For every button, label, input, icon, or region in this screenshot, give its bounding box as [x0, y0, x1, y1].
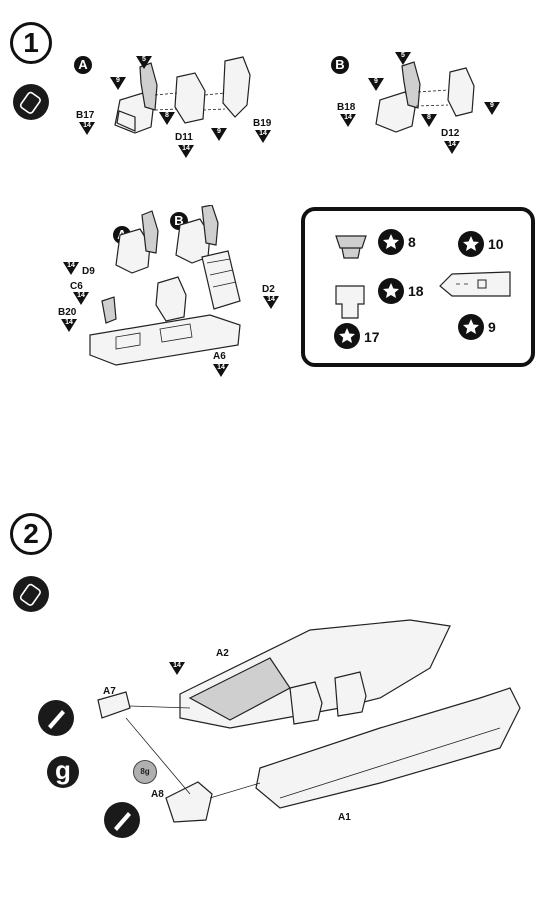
brush-icon	[38, 700, 74, 736]
star-icon	[458, 314, 484, 340]
part-a6-floor	[89, 314, 241, 366]
seat-b-headrest	[401, 61, 421, 109]
part-label-d12: D12	[441, 128, 460, 139]
color-code-triangle	[211, 128, 227, 141]
paint-color-dot: 8g	[133, 760, 157, 784]
part-a7-panel	[97, 691, 131, 719]
star-icon	[334, 323, 360, 349]
color-code-triangle	[110, 77, 126, 90]
color-code-triangle	[368, 78, 384, 91]
paint-g-icon: g	[47, 756, 79, 788]
glue-tube-icon	[19, 91, 41, 114]
color-code-triangle	[73, 292, 89, 305]
legend-part-drawings	[335, 235, 367, 319]
part-label-b20: B20	[58, 307, 77, 318]
color-code-triangle	[79, 122, 95, 135]
seat-b-shell	[375, 91, 416, 133]
legend-floor-drawing	[439, 271, 511, 297]
brush-icon	[104, 802, 140, 838]
part-label-c6: C6	[70, 281, 83, 292]
color-code-triangle	[61, 319, 77, 332]
part-label-d11: D11	[175, 132, 193, 143]
color-code-triangle	[255, 130, 271, 143]
legend-number: 10	[488, 236, 504, 252]
part-label-b19: B19	[253, 118, 272, 129]
part-label-a1: A1	[338, 812, 351, 823]
part-label-a2: A2	[216, 648, 229, 659]
color-code-triangle	[395, 52, 411, 65]
part-label-b17: B17	[76, 110, 95, 121]
part-d2-shape	[201, 250, 241, 310]
color-code-triangle	[421, 114, 437, 127]
part-a1-fuselage-half	[255, 687, 521, 809]
part-label-b18: B18	[337, 102, 356, 113]
part-label-d9: D9	[82, 266, 95, 277]
legend-number: 9	[488, 319, 496, 335]
subassembly-a-badge: A	[74, 56, 92, 74]
part-label-a7: A7	[103, 686, 116, 697]
seat-a-exploded-drawing	[114, 56, 251, 134]
seat-b-exploded-drawing	[375, 61, 475, 133]
legend-number: 18	[408, 283, 424, 299]
part-a8-nose	[165, 781, 213, 823]
star-icon	[378, 229, 404, 255]
glue-icon	[13, 84, 49, 120]
legend-number: 8	[408, 234, 416, 250]
color-code-triangle	[340, 114, 356, 127]
part-d11-shape	[174, 72, 206, 124]
color-code-triangle	[178, 145, 194, 158]
color-code-triangle	[213, 364, 229, 377]
legend-number: 17	[364, 329, 380, 345]
fuselage-assembly-drawing	[97, 619, 521, 823]
part-d12-shape	[447, 67, 475, 117]
part-b19-shape	[222, 56, 251, 118]
color-code-triangle	[63, 262, 79, 275]
step-2-number: 2	[10, 513, 52, 555]
step-1-number: 1	[10, 22, 52, 64]
star-icon	[378, 278, 404, 304]
color-code-triangle	[159, 112, 175, 125]
glue-tube-icon	[19, 583, 41, 606]
color-code-triangle	[169, 662, 185, 675]
color-code-triangle	[484, 102, 500, 115]
cockpit-floor-assembly-drawing	[89, 205, 241, 366]
glue-icon	[13, 576, 49, 612]
part-label-a8: A8	[151, 789, 164, 800]
part-b20-shape	[101, 296, 117, 324]
star-icon	[458, 231, 484, 257]
part-label-a6: A6	[213, 351, 226, 362]
color-code-triangle	[136, 56, 152, 69]
color-code-triangle	[263, 296, 279, 309]
subassembly-b-badge: B	[331, 56, 349, 74]
color-code-triangle	[444, 141, 460, 154]
part-d9-shape	[155, 276, 187, 322]
part-label-d2: D2	[262, 284, 275, 295]
